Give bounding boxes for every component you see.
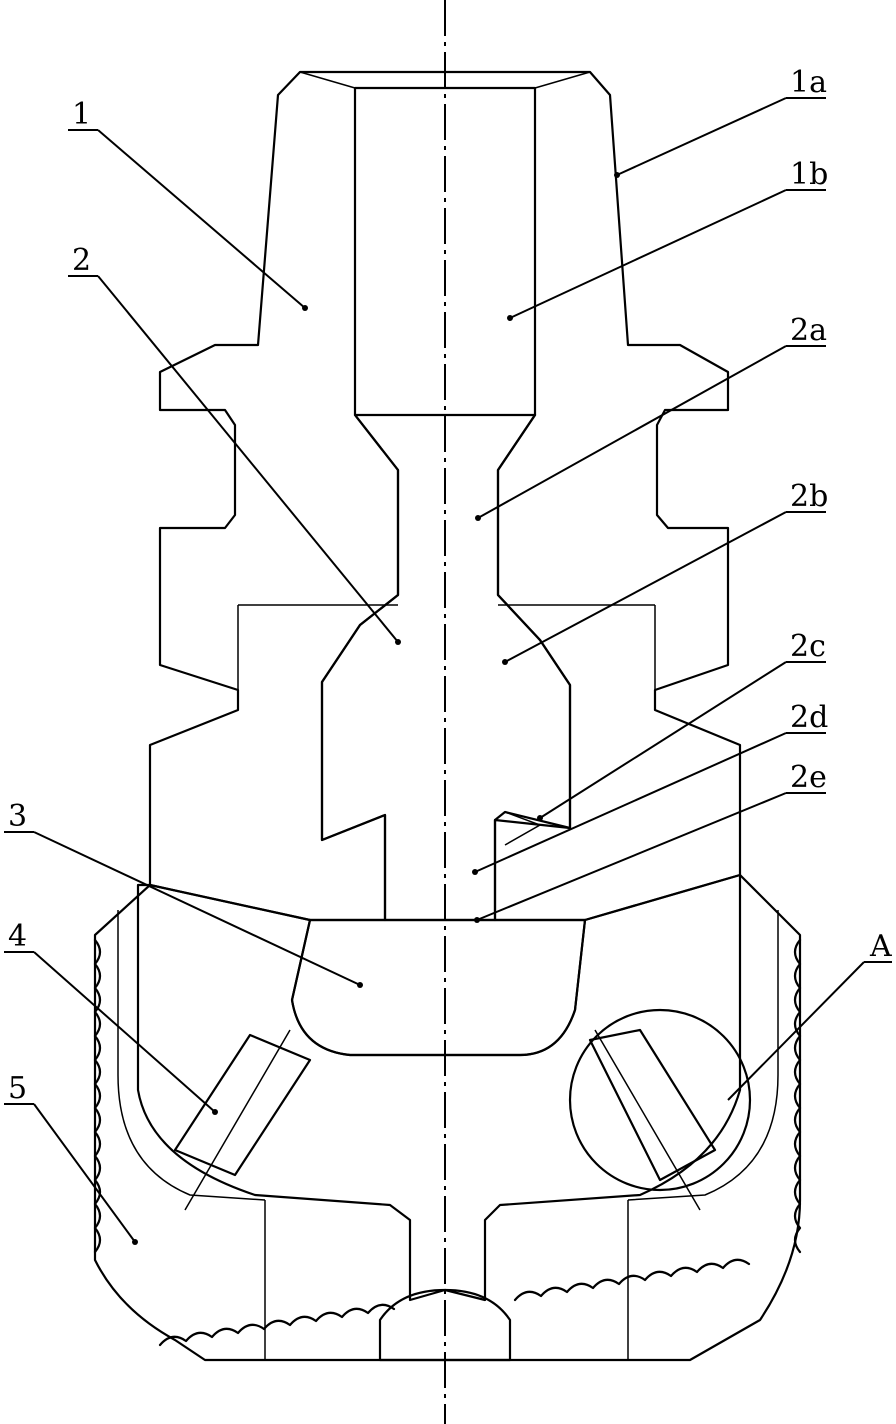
label-5: 5: [4, 1071, 138, 1245]
svg-text:A: A: [869, 929, 892, 964]
chamber-part-3: [290, 918, 587, 1057]
label-3: 3: [4, 799, 363, 988]
svg-text:2a: 2a: [790, 313, 827, 348]
svg-text:2d: 2d: [790, 700, 828, 735]
label-2b: 2b: [502, 479, 828, 665]
pdc-cutters-right: [513, 938, 802, 1302]
svg-text:1: 1: [72, 97, 91, 132]
label-2e: 2e: [474, 760, 827, 923]
nozzle-right-part-4: [588, 1028, 717, 1211]
label-A: A: [727, 929, 892, 1101]
svg-text:1a: 1a: [790, 65, 827, 100]
label-4: 4: [4, 919, 218, 1115]
svg-text:4: 4: [8, 919, 27, 954]
label-1b: 1b: [507, 157, 828, 321]
svg-text:1b: 1b: [790, 157, 828, 192]
detail-circle-A: [568, 1008, 752, 1192]
label-1a: 1a: [614, 65, 827, 178]
svg-text:2: 2: [72, 243, 91, 278]
svg-text:2c: 2c: [790, 629, 826, 664]
svg-text:2b: 2b: [790, 479, 828, 514]
label-2d: 2d: [472, 700, 828, 875]
svg-text:5: 5: [8, 1071, 27, 1106]
pdc-cutters-left: [93, 938, 396, 1347]
label-1: 1: [68, 97, 308, 311]
svg-text:2e: 2e: [790, 760, 827, 795]
svg-text:3: 3: [8, 799, 27, 834]
nozzle-left-part-4: [173, 1029, 312, 1211]
flow-channel-part-2: [320, 86, 572, 922]
label-2: 2: [68, 243, 401, 645]
label-2c: 2c: [537, 629, 826, 821]
label-2a: 2a: [475, 313, 827, 521]
bit-crown-part-5: [93, 873, 802, 1362]
